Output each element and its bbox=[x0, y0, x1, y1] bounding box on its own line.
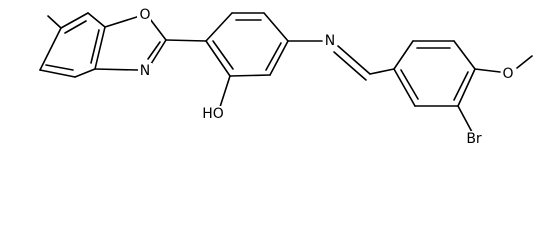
benzoxazole-benzene-ring bbox=[39, 12, 106, 78]
methyl-bond bbox=[47, 15, 62, 29]
oxazole-oxygen-label: O bbox=[139, 7, 150, 23]
biaryl-bond bbox=[165, 39, 207, 42]
oxazole-nitrogen-label: N bbox=[140, 63, 150, 79]
phenol-ring bbox=[205, 12, 289, 77]
bromomethoxy-benzene-ring bbox=[393, 40, 476, 107]
methoxy-bond bbox=[474, 68, 501, 73]
bromine-bond bbox=[457, 105, 473, 133]
hydroxyl-label: HO bbox=[202, 106, 224, 122]
imine-nitrogen-label: N bbox=[325, 33, 335, 49]
methyl-ether-bond bbox=[516, 55, 533, 69]
oxazole-ring bbox=[94, 15, 167, 71]
methoxy-oxygen-label: O bbox=[502, 66, 513, 82]
imine-linker bbox=[287, 40, 395, 81]
molecule-structure: O N N HO O Br bbox=[39, 7, 533, 147]
bromine-label: Br bbox=[466, 131, 482, 147]
hydroxyl-bond bbox=[219, 75, 231, 108]
